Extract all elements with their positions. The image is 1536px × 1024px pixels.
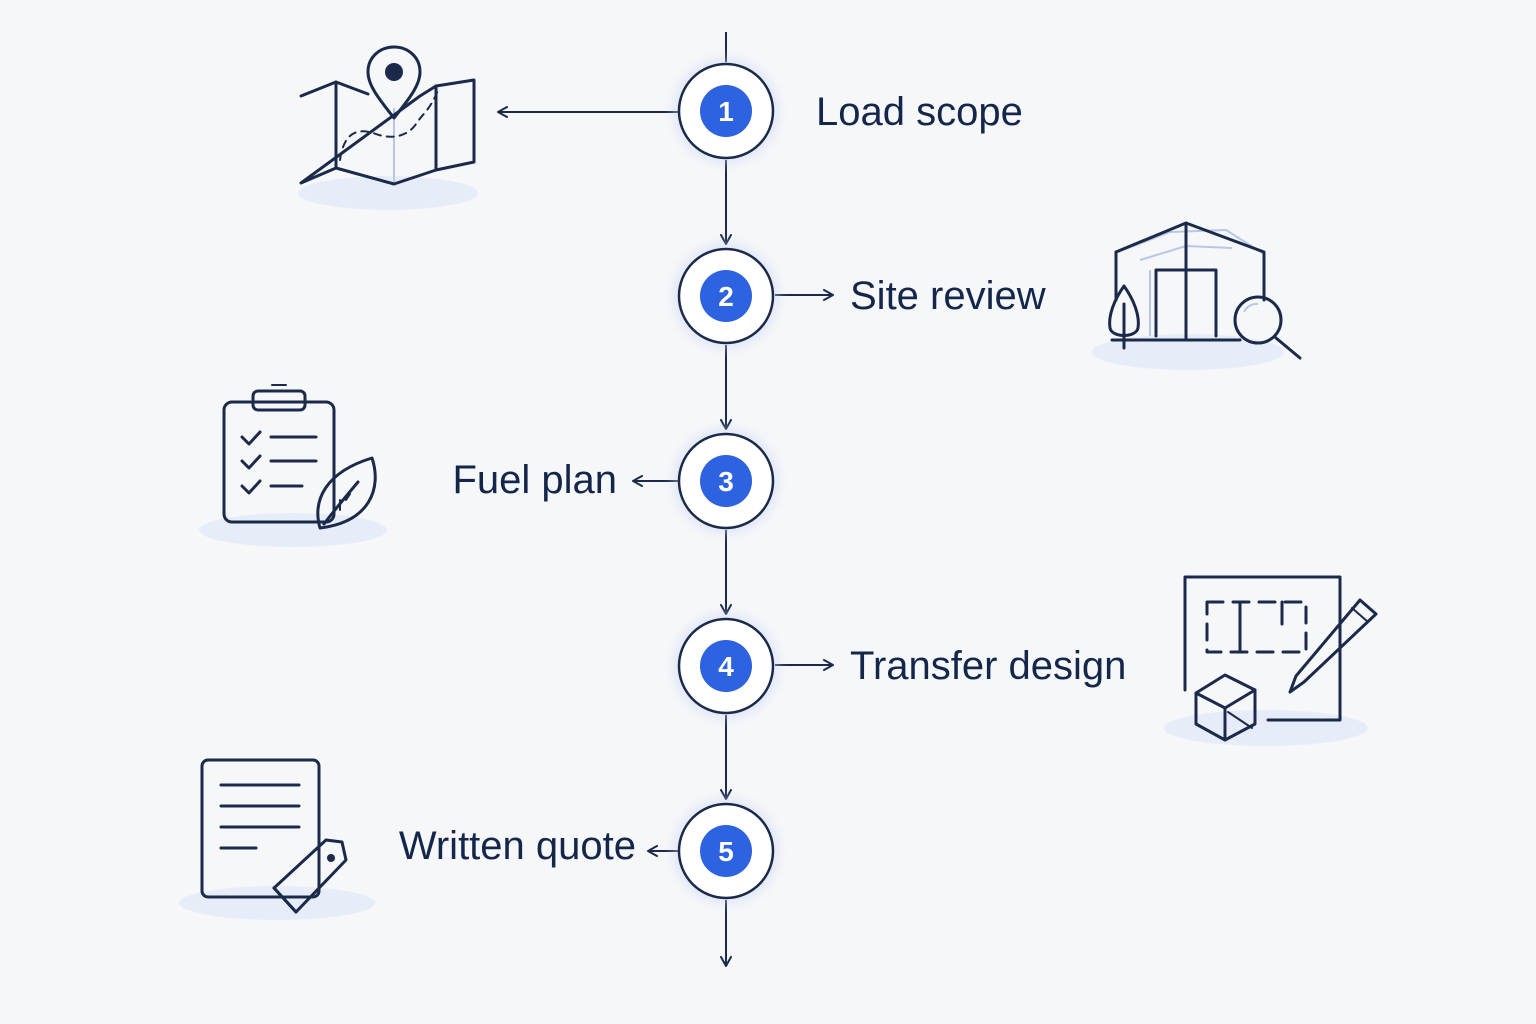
flow-connectors — [497, 32, 834, 967]
step-badge — [700, 270, 752, 322]
step-node-4: 4 — [674, 614, 778, 718]
step-label-2: Site review — [850, 274, 1046, 318]
map-pin-icon — [298, 45, 478, 210]
document-tag-icon — [179, 758, 375, 920]
step-number: 1 — [718, 96, 734, 127]
step-badge — [700, 455, 752, 507]
step-badge — [700, 85, 752, 137]
step-number: 5 — [718, 836, 734, 867]
step-label-5: Written quote — [399, 824, 636, 868]
step-label-4: Transfer design — [850, 644, 1126, 688]
step-number: 4 — [718, 651, 734, 682]
step-number: 3 — [718, 466, 734, 497]
step-node-2: 2 — [674, 244, 778, 348]
step-node-3: 3 — [674, 429, 778, 533]
step-label-3: Fuel plan — [452, 458, 617, 502]
step-badge — [700, 640, 752, 692]
building-magnifier-icon — [1092, 221, 1302, 370]
step-node-1: 1 — [674, 59, 778, 163]
step-number: 2 — [718, 281, 734, 312]
blueprint-pencil-icon — [1164, 575, 1378, 746]
step-node-5: 5 — [674, 799, 778, 903]
clipboard-leaf-icon — [199, 384, 387, 547]
step-badge — [700, 825, 752, 877]
step-label-1: Load scope — [816, 90, 1023, 134]
